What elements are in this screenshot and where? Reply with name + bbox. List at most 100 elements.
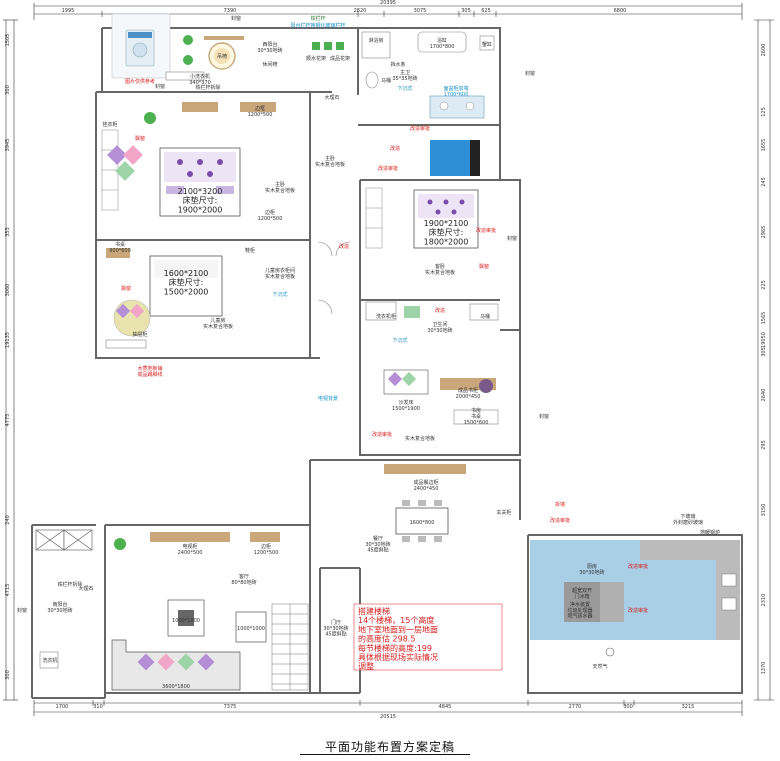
dim-left-8: 300 [5, 670, 11, 680]
guest-room-label: 客卧实木复合地板 [425, 263, 455, 276]
master-plant [144, 112, 156, 124]
dim-top-5: 625 [481, 8, 491, 14]
kids-drawer-label: 抽屉柜 [132, 331, 147, 338]
dim-top-3: 3075 [414, 8, 427, 14]
downlight-label: 下沉式 [397, 85, 412, 92]
dim-right-7: 305 [761, 347, 767, 357]
water-label: 净水装置垃圾处理器燃气热水器 [567, 601, 592, 620]
window-label-west: 封窗 [155, 83, 165, 90]
dim-top-4: 305 [461, 8, 471, 14]
kitchen-sink [721, 573, 737, 587]
dim-left-7: 4715 [5, 584, 11, 597]
washer2-label: 洗衣机柜 [376, 313, 396, 320]
master-bed [159, 147, 241, 217]
dim-bottom-6: 3215 [682, 704, 695, 710]
washer-photo [111, 13, 171, 79]
dim-top-6: 6800 [614, 8, 627, 14]
dining-removed: 拆墙 [555, 501, 565, 508]
dim-bottom-5: 300 [623, 704, 633, 710]
kids-shoe-cab: 鞋柜 [245, 247, 255, 254]
sofa-label: 3600*1800 [162, 684, 190, 690]
dim-left-1: 300 [5, 85, 11, 95]
dim-left-4: 3060 [5, 284, 11, 297]
kitchen-stove [721, 597, 737, 611]
washer-photo-label: 图片仅供参考 [125, 78, 155, 85]
study-desk [453, 409, 499, 425]
plan-caption: 平面功能布置方案定稿 [324, 740, 455, 754]
side-cabinet [250, 532, 280, 542]
tv-cabinet [150, 532, 230, 542]
window-label-bath: 封窗 [525, 70, 535, 77]
dim-bottom-4: 2770 [569, 704, 582, 710]
dim-left-5: 4775 [5, 414, 11, 427]
iron-rail-removed: 铁栏杆拆除 [195, 84, 220, 91]
guest-bay: 飘窗 [479, 263, 489, 270]
walls [31, 27, 743, 699]
bathtub [417, 31, 467, 53]
dim-bottom-1: 310 [93, 704, 103, 710]
flower-stand [312, 42, 344, 50]
dim-right-10: 3150 [761, 504, 767, 517]
caption-underline [300, 754, 470, 755]
study-label: 书房 [471, 407, 481, 414]
guest-change-wall: 改造审批 [476, 227, 496, 234]
swing-chair [208, 42, 236, 70]
living-sofa [111, 639, 241, 691]
guest-wardrobe [365, 187, 383, 249]
sink-cabinet [429, 95, 485, 119]
dim-top-total: 20395 [380, 0, 396, 6]
kitchen-change-1: 改造审批 [628, 563, 648, 570]
left-dimensions [3, 19, 18, 701]
kids-desk [106, 248, 130, 258]
kids-room-label: 儿童房实木复合地板 [203, 317, 233, 330]
coffee-table-top [178, 610, 194, 626]
window-label-top: 封窗 [231, 15, 241, 22]
balcony-rail-label: 阳台栏杆换钢化玻璃栏杆 [290, 22, 345, 29]
kitchen-fridge-zone [564, 582, 600, 622]
kids-cabinet [105, 339, 147, 349]
window-label-south: 封窗 [17, 607, 27, 614]
second-bath-green [404, 306, 420, 318]
study-floor-label: 实木复合地板 [405, 435, 435, 442]
dim-bottom-3: 4845 [439, 704, 452, 710]
dim-left-2: 3945 [5, 139, 11, 152]
second-bath-shower [469, 303, 499, 321]
balcony-plants [183, 35, 193, 65]
dim-right-12: 1370 [761, 662, 767, 675]
stairs [271, 603, 309, 691]
study-change: 改造审批 [372, 431, 392, 438]
master-bay-label: 飘窗 [135, 135, 145, 142]
master-cabinet-left [182, 102, 218, 112]
kitchen-appliance [600, 582, 624, 622]
toilet [365, 71, 379, 89]
master-bedroom-caption: 主卧实木复合地板 [315, 155, 345, 168]
dim-right-2: 1655 [761, 139, 767, 152]
balcony-south-wardrobe [35, 529, 93, 551]
marble-sill-label: 大理石 [324, 94, 339, 101]
dim-right-3: 245 [761, 177, 767, 187]
dim-right-8: 2640 [761, 389, 767, 402]
living-plant [114, 538, 126, 550]
dim-right-6: 1565 [761, 312, 767, 325]
iron-rail-south: 铁栏杆拆除 [57, 581, 82, 588]
swing-label: 吊椅 [217, 53, 227, 60]
master-fabric-swatches [107, 145, 143, 181]
counter [204, 36, 244, 40]
study-sofa-bed [383, 369, 429, 395]
coffee-table-label: 1000*1000 [172, 618, 200, 624]
dining-table [395, 500, 449, 542]
dim-left-0: 1505 [5, 34, 11, 47]
change-wall-bath: 改造审批 [410, 125, 430, 132]
dim-top-1: 7390 [224, 8, 237, 14]
kitchen-change-2: 改造审批 [628, 607, 648, 614]
